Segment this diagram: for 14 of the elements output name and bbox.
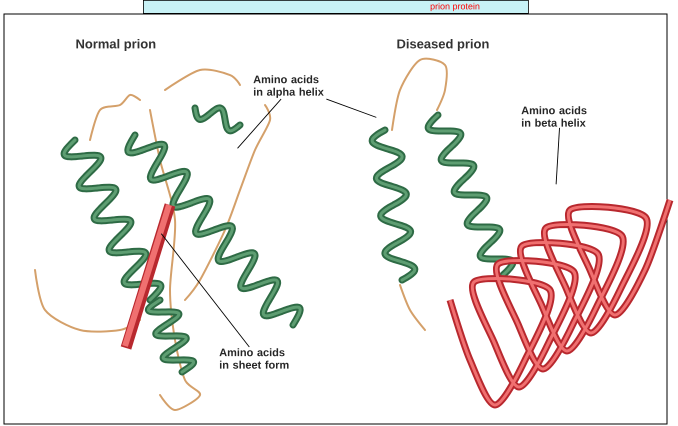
leader-line <box>326 98 377 118</box>
panel-heading: Normal prion <box>76 38 156 52</box>
alpha-helix-drawing <box>124 132 304 328</box>
callout-label: Amino acids in beta helix <box>521 106 587 127</box>
leader-line <box>160 233 250 348</box>
callout-label: Amino acids in alpha helix <box>253 75 324 98</box>
alpha-helix-drawing <box>368 126 418 284</box>
leader-line <box>237 98 282 149</box>
leader-line <box>556 127 560 185</box>
beta-helix-drawing <box>446 198 674 408</box>
beta-sheet-drawing <box>120 203 176 350</box>
panel-heading: Diseased prion <box>397 38 489 52</box>
callout-label: Amino acids in sheet form <box>219 348 289 369</box>
title-strip: prion protein <box>143 0 529 14</box>
